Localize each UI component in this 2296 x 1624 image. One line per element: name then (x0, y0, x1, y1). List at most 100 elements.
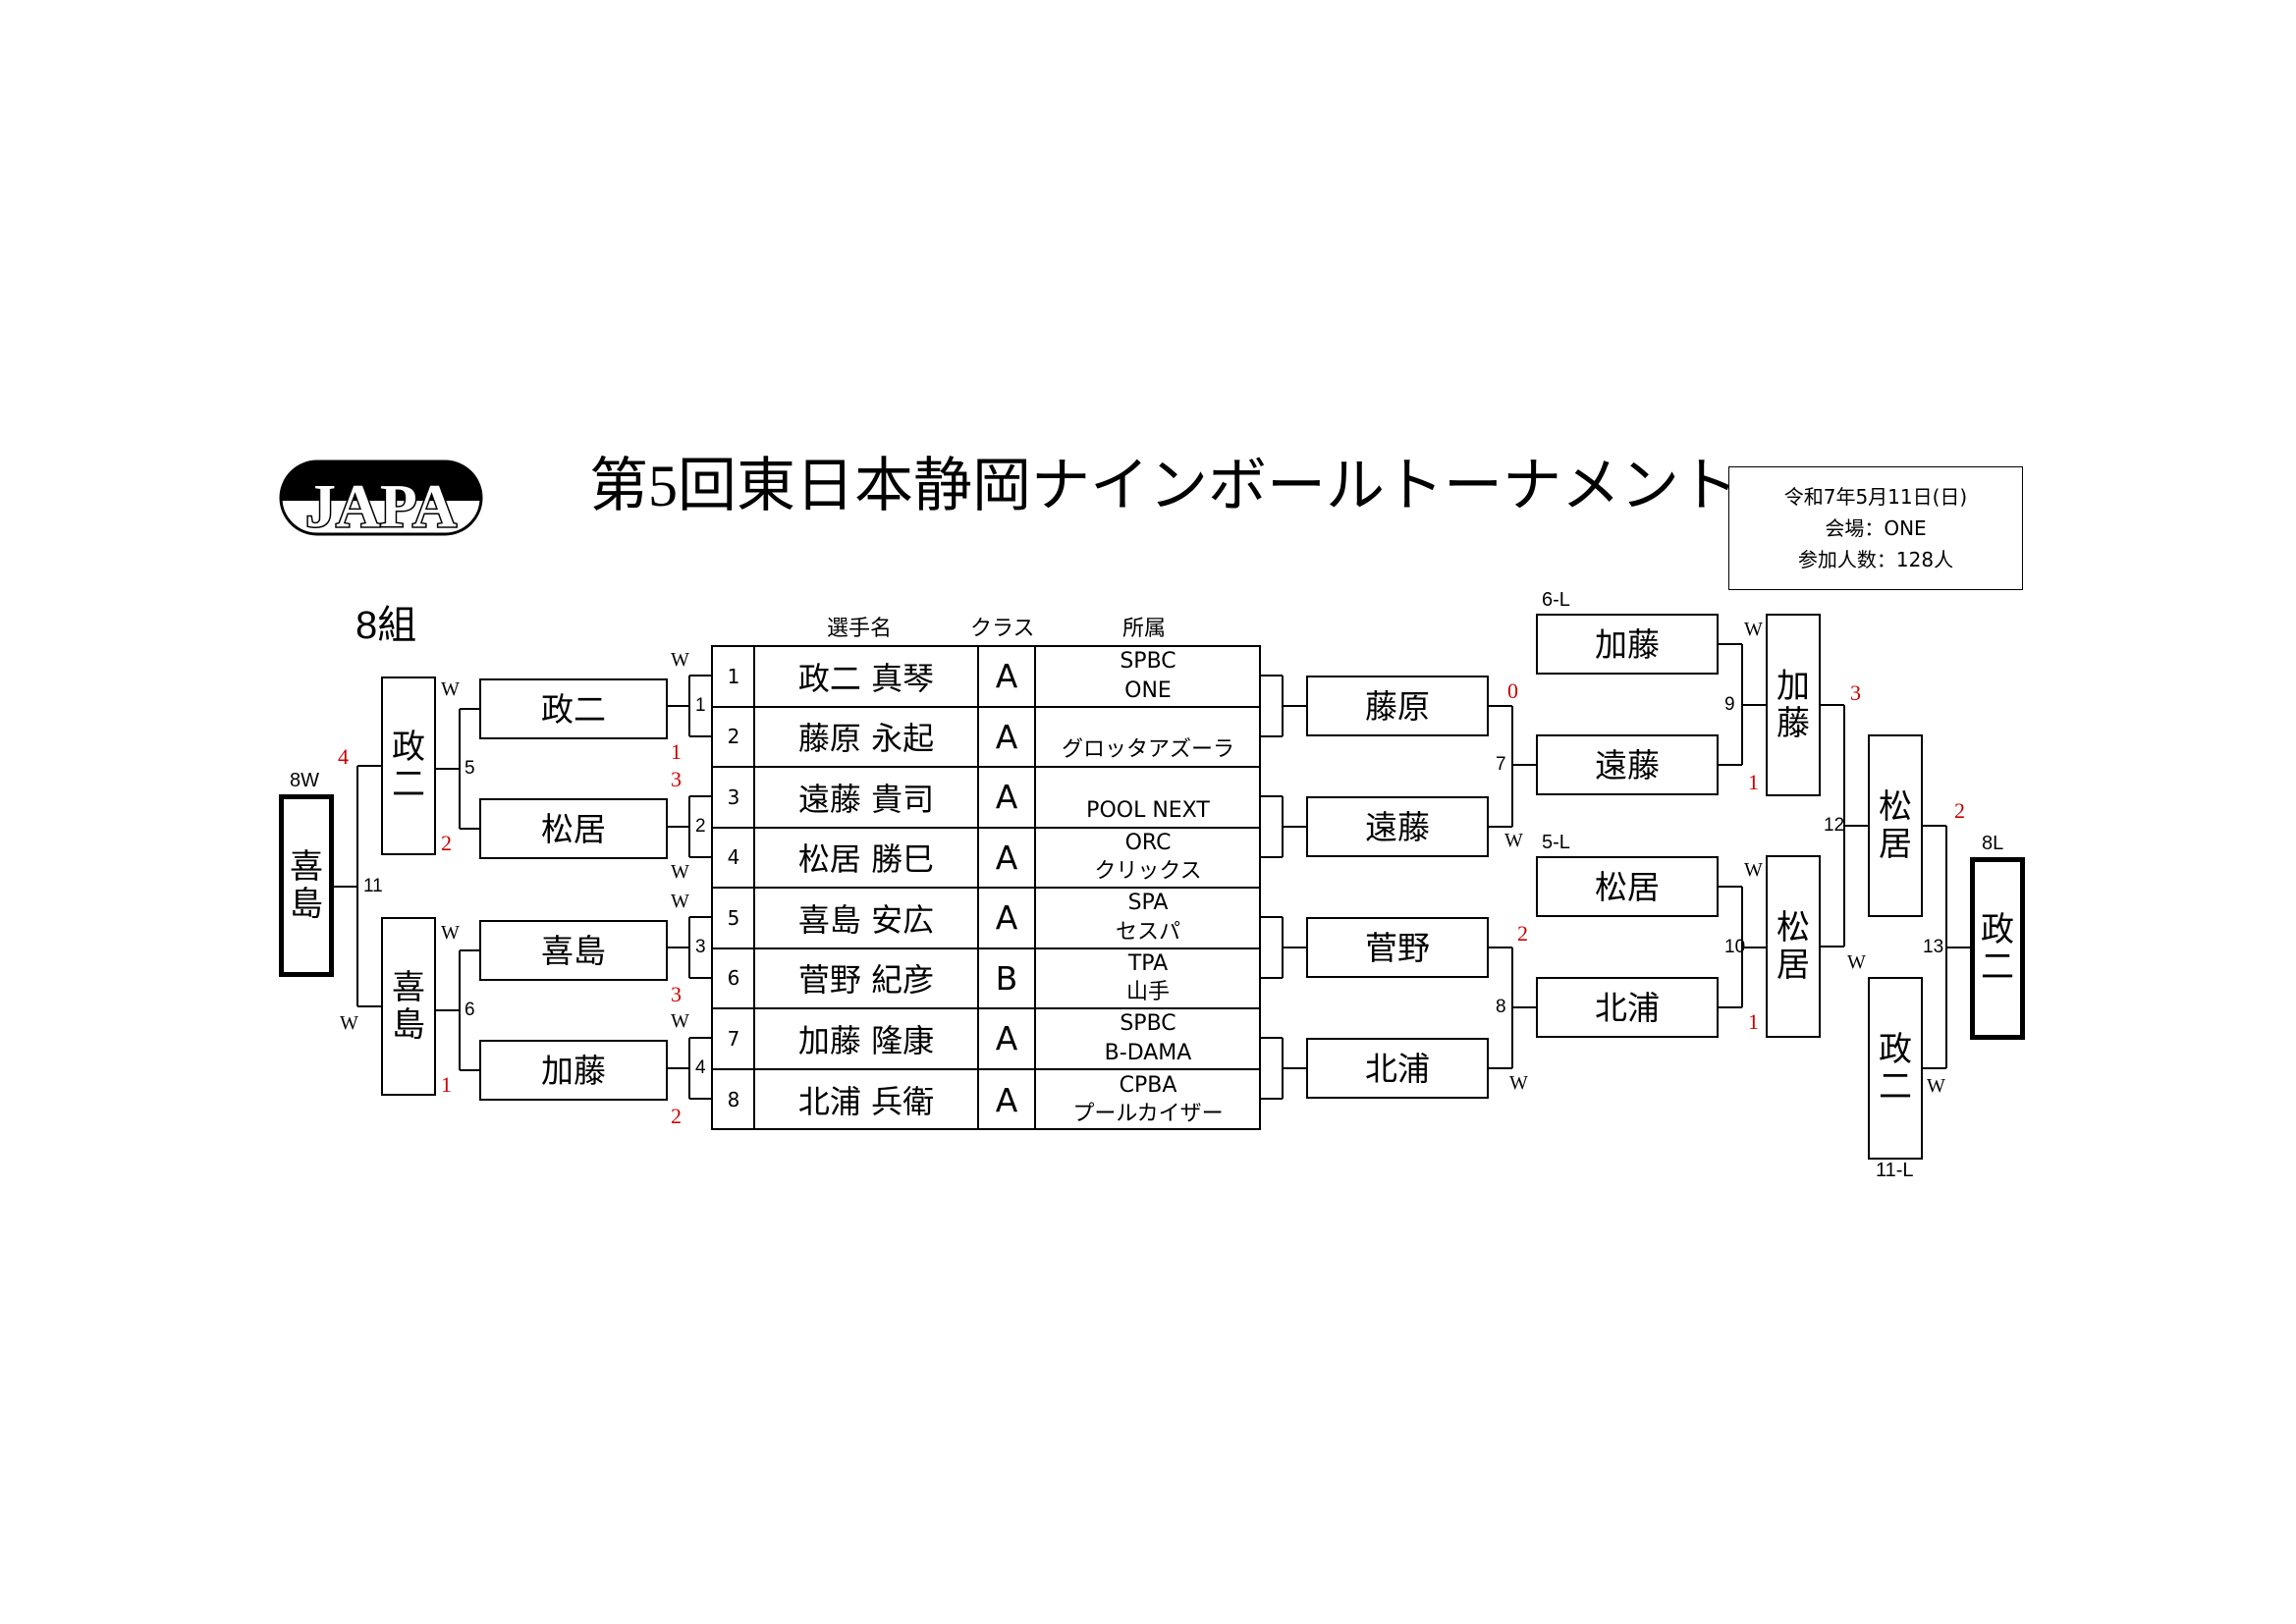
bracket-line (1261, 1037, 1283, 1039)
loser-score: 2 (1517, 921, 1528, 946)
player-class: A (995, 778, 1018, 817)
winner-name: 喜島 (290, 846, 323, 924)
japa-logo: JAPA (279, 460, 483, 536)
seed-number: 4 (727, 845, 740, 870)
bracket-line (1742, 703, 1766, 706)
winner-name: 松居 (1879, 786, 1912, 864)
event-info-box: 令和7年5月11日(日) 会場：ONE 参加人数：128人 (1728, 466, 2023, 590)
final-tag-l: 8L (1982, 833, 2004, 854)
winner-name: 菅野 (1365, 928, 1430, 967)
win-mark: W (1504, 830, 1523, 851)
bracket-line (334, 885, 357, 888)
player-class: A (995, 717, 1018, 756)
bracket-line (1512, 1006, 1536, 1008)
left-r2-winner-box: 政二 (381, 677, 436, 855)
winner-name: 政二 (392, 727, 425, 804)
player-name: 藤原 永起 (797, 720, 935, 758)
loser-score: 2 (671, 1104, 682, 1128)
bracket-line (1489, 1067, 1512, 1069)
header-class: クラス (970, 616, 1035, 640)
loser-from-label: 11-L (1876, 1160, 1914, 1181)
match-number: 13 (1923, 936, 1944, 957)
win-mark: W (441, 922, 460, 944)
bracket-line (1719, 764, 1742, 766)
player-name: 松居 勝巳 (797, 840, 935, 879)
seed-number: 3 (727, 785, 740, 809)
page-title: 第5回東日本静岡ナインボールトーナメント (589, 454, 1738, 518)
loser-score: 1 (671, 739, 682, 764)
bracket-line (689, 916, 711, 918)
player-name: 菅野 紀彦 (797, 961, 935, 1000)
losers-r4-box: 政二 (1868, 977, 1923, 1160)
bracket-line (459, 950, 461, 1070)
match-number: 7 (1496, 754, 1506, 775)
bracket-line (688, 1038, 690, 1099)
match-number: 4 (695, 1056, 706, 1078)
winner-name: 北浦 (1365, 1049, 1430, 1088)
bracket-line (688, 796, 690, 857)
header-name: 選手名 (827, 616, 893, 640)
match-number: 3 (695, 936, 706, 957)
bracket-line (1923, 1067, 1946, 1069)
win-mark: W (671, 649, 689, 671)
left-r2-winner-box: 喜島 (381, 917, 436, 1096)
bracket-line (460, 828, 479, 830)
right-r1-winner-box: 藤原 (1306, 676, 1489, 736)
winner-name: 松居 (1595, 867, 1660, 906)
loser-score: 3 (1850, 680, 1861, 705)
right-r1-winner-box: 菅野 (1306, 917, 1489, 978)
header-club: 所属 (1122, 616, 1167, 640)
bracket-line (460, 1069, 479, 1071)
match-number: 8 (1496, 997, 1506, 1017)
event-venue: 会場：ONE (1825, 516, 1927, 540)
club-line-2: グロッタアズーラ (1061, 737, 1234, 763)
player-club: グロッタアズーラ (1035, 708, 1261, 767)
bracket-line (668, 825, 689, 828)
win-mark: W (1509, 1072, 1528, 1094)
loser-score: 2 (441, 831, 452, 855)
bracket-line (1719, 1006, 1742, 1008)
winner-name: 喜島 (541, 931, 606, 970)
bracket-line (668, 1066, 689, 1069)
left-r1-winner-box: 加藤 (479, 1040, 668, 1101)
winner-name: 加藤 (1777, 666, 1810, 743)
club-line-2: POOL NEXT (1086, 797, 1210, 823)
bracket-line (1511, 706, 1513, 827)
seed-number: 2 (727, 725, 740, 749)
win-mark: W (1847, 951, 1866, 973)
losers-entry-box: 北浦 (1536, 977, 1719, 1038)
winner-name: 政二 (541, 689, 606, 729)
match-number: 5 (465, 758, 475, 779)
bracket-line (460, 949, 479, 951)
losers-r4-box: 松居 (1868, 734, 1923, 917)
match-number: 2 (695, 815, 706, 837)
winner-name: 藤原 (1365, 686, 1430, 726)
club-line-1: CPBA (1119, 1072, 1177, 1098)
bracket-line (688, 917, 690, 978)
bracket-line (689, 734, 711, 737)
event-participants: 参加人数：128人 (1797, 548, 1954, 571)
bracket-line (1742, 946, 1766, 948)
match-number: 9 (1724, 693, 1735, 715)
win-mark: W (671, 861, 689, 883)
bracket-line (1512, 764, 1536, 766)
winner-name: 松居 (1777, 907, 1810, 985)
bracket-line (1261, 1097, 1283, 1100)
player-class: A (995, 838, 1018, 877)
loser-score: 1 (441, 1072, 452, 1097)
bracket-line (1489, 947, 1512, 948)
logo-text: JAPA (305, 473, 457, 536)
loser-score: 1 (1748, 1009, 1759, 1034)
final-tag-w: 8W (290, 770, 319, 791)
player-name: 喜島 安広 (797, 900, 935, 939)
loser-from-label: 5-L (1542, 832, 1570, 853)
bracket-line (1489, 826, 1512, 828)
club-line-1: TPA (1127, 950, 1169, 976)
win-mark: W (340, 1012, 358, 1034)
